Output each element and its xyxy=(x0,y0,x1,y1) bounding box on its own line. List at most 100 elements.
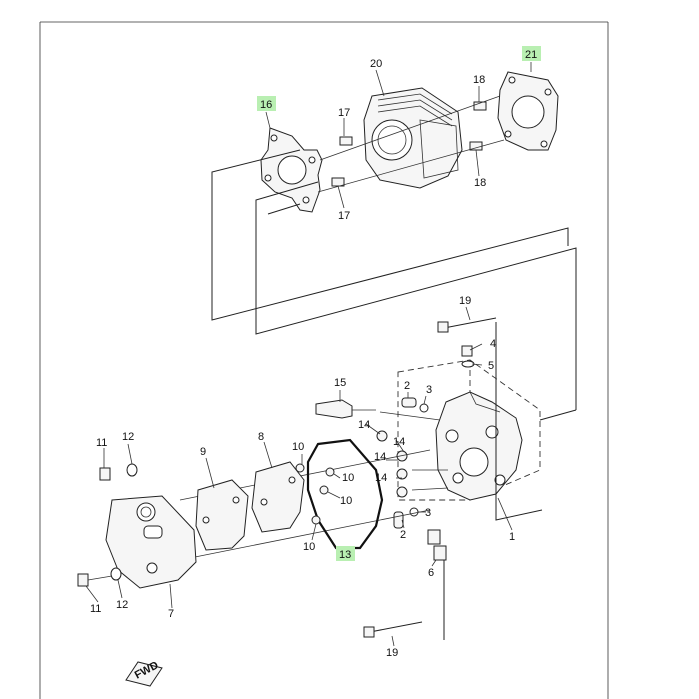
part-label-10[interactable]: 10 xyxy=(342,472,354,484)
part-label-1[interactable]: 1 xyxy=(509,531,515,543)
bolt-10 xyxy=(295,463,305,473)
part-label-10[interactable]: 10 xyxy=(340,495,352,507)
plate-hole xyxy=(202,516,210,524)
nut-14 xyxy=(396,486,408,498)
plate-8 xyxy=(251,461,305,533)
gasket-hole xyxy=(302,196,310,204)
part-label-16[interactable]: 16 xyxy=(260,99,272,111)
plate-hole xyxy=(288,476,296,484)
cover-cap-inner xyxy=(140,506,152,518)
head-bolt-19-head xyxy=(437,321,449,333)
cotter-3 xyxy=(409,507,419,517)
part-label-2[interactable]: 2 xyxy=(400,529,406,541)
head-bolt-19-head xyxy=(363,626,375,638)
head-port xyxy=(485,425,499,439)
part-label-15[interactable]: 15 xyxy=(334,377,346,389)
label-highlight xyxy=(336,546,355,561)
part-label-12[interactable]: 12 xyxy=(122,431,134,443)
cylinder-head-group xyxy=(315,317,541,638)
nut-14 xyxy=(396,468,408,480)
valve-spring-6 xyxy=(427,529,441,545)
head-bolt-19 xyxy=(443,317,497,329)
part-label-19[interactable]: 19 xyxy=(386,647,398,659)
part-label-21[interactable]: 21 xyxy=(525,49,537,61)
part-label-18[interactable]: 18 xyxy=(474,177,486,189)
part-label-14[interactable]: 14 xyxy=(358,419,370,431)
part-label-7[interactable]: 7 xyxy=(168,608,174,620)
cover-cap xyxy=(136,502,156,522)
part-label-17[interactable]: 17 xyxy=(338,210,350,222)
part-label-18[interactable]: 18 xyxy=(473,74,485,86)
gasket-hole xyxy=(264,174,272,182)
cover-boss xyxy=(143,525,163,539)
head-port xyxy=(445,429,459,443)
part-label-14[interactable]: 14 xyxy=(375,472,387,484)
part-label-14[interactable]: 14 xyxy=(374,451,386,463)
part-label-10[interactable]: 10 xyxy=(303,541,315,553)
gasket-hole xyxy=(544,88,552,96)
cylinder-fin xyxy=(377,105,453,127)
part-label-2[interactable]: 2 xyxy=(404,380,410,392)
label-highlight xyxy=(522,46,541,61)
part-label-12[interactable]: 12 xyxy=(116,599,128,611)
spark-plug-15 xyxy=(315,399,353,419)
dowel-pin-17 xyxy=(339,136,353,146)
part-label-14[interactable]: 14 xyxy=(393,436,405,448)
bolt-4 xyxy=(461,345,473,357)
plate-9 xyxy=(195,479,249,551)
part-label-3[interactable]: 3 xyxy=(426,384,432,396)
part-label-6[interactable]: 6 xyxy=(428,567,434,579)
cylinder-20 xyxy=(363,87,463,189)
gasket-bore xyxy=(277,155,307,185)
head-cover-7 xyxy=(105,495,197,589)
valve-spring-6 xyxy=(433,545,447,561)
part-label-8[interactable]: 8 xyxy=(258,431,264,443)
part-label-5[interactable]: 5 xyxy=(488,360,494,372)
part-labels: 20 16 17 17 18 18 21 19 4 5 15 2 3 14 14… xyxy=(90,46,541,659)
bolt-shaft xyxy=(87,575,113,581)
part-label-10[interactable]: 10 xyxy=(292,441,304,453)
washer-12 xyxy=(110,567,122,581)
assembly-lines-top xyxy=(211,95,577,410)
cylinder-side xyxy=(419,119,459,179)
plate-hole xyxy=(260,498,268,506)
part-label-11[interactable]: 11 xyxy=(90,603,101,615)
head-chamber xyxy=(459,447,489,477)
fwd-arrow: FWD xyxy=(125,659,163,687)
head-cover-group: FWD xyxy=(77,438,384,687)
valve-2 xyxy=(393,511,404,529)
head-port xyxy=(494,474,506,486)
cotter-3 xyxy=(419,403,429,413)
head-port xyxy=(452,472,464,484)
part-label-19[interactable]: 19 xyxy=(459,295,471,307)
plate-hole xyxy=(232,496,240,504)
gasket-hole xyxy=(508,76,516,84)
gasket-bore xyxy=(511,95,545,129)
cylinder-bore-inner xyxy=(377,125,407,155)
head-edge xyxy=(469,391,501,413)
gasket-hole xyxy=(504,130,512,138)
bolt-10 xyxy=(325,467,335,477)
valve-cap-2 xyxy=(401,397,417,408)
part-label-13[interactable]: 13 xyxy=(339,549,351,561)
gasket-hole xyxy=(308,156,316,164)
cover-gasket-13 xyxy=(306,438,384,550)
cylinder-group xyxy=(260,71,559,213)
part-label-9[interactable]: 9 xyxy=(200,446,206,458)
part-label-20[interactable]: 20 xyxy=(370,58,382,70)
part-label-3[interactable]: 3 xyxy=(425,507,431,519)
fwd-arrow-shape xyxy=(125,661,163,687)
part-label-4[interactable]: 4 xyxy=(490,338,496,350)
bolt-11 xyxy=(77,573,89,587)
gasket-hole xyxy=(540,140,548,148)
cylinder-fin xyxy=(377,99,453,121)
bolt-10 xyxy=(311,515,321,525)
bolt-11 xyxy=(99,467,111,481)
part-label-17[interactable]: 17 xyxy=(338,107,350,119)
cylinder-head-1 xyxy=(435,391,523,501)
label-highlight xyxy=(257,96,276,111)
washer-12 xyxy=(126,463,138,477)
gasket-hole xyxy=(270,134,278,142)
part-label-11[interactable]: 11 xyxy=(96,437,107,449)
